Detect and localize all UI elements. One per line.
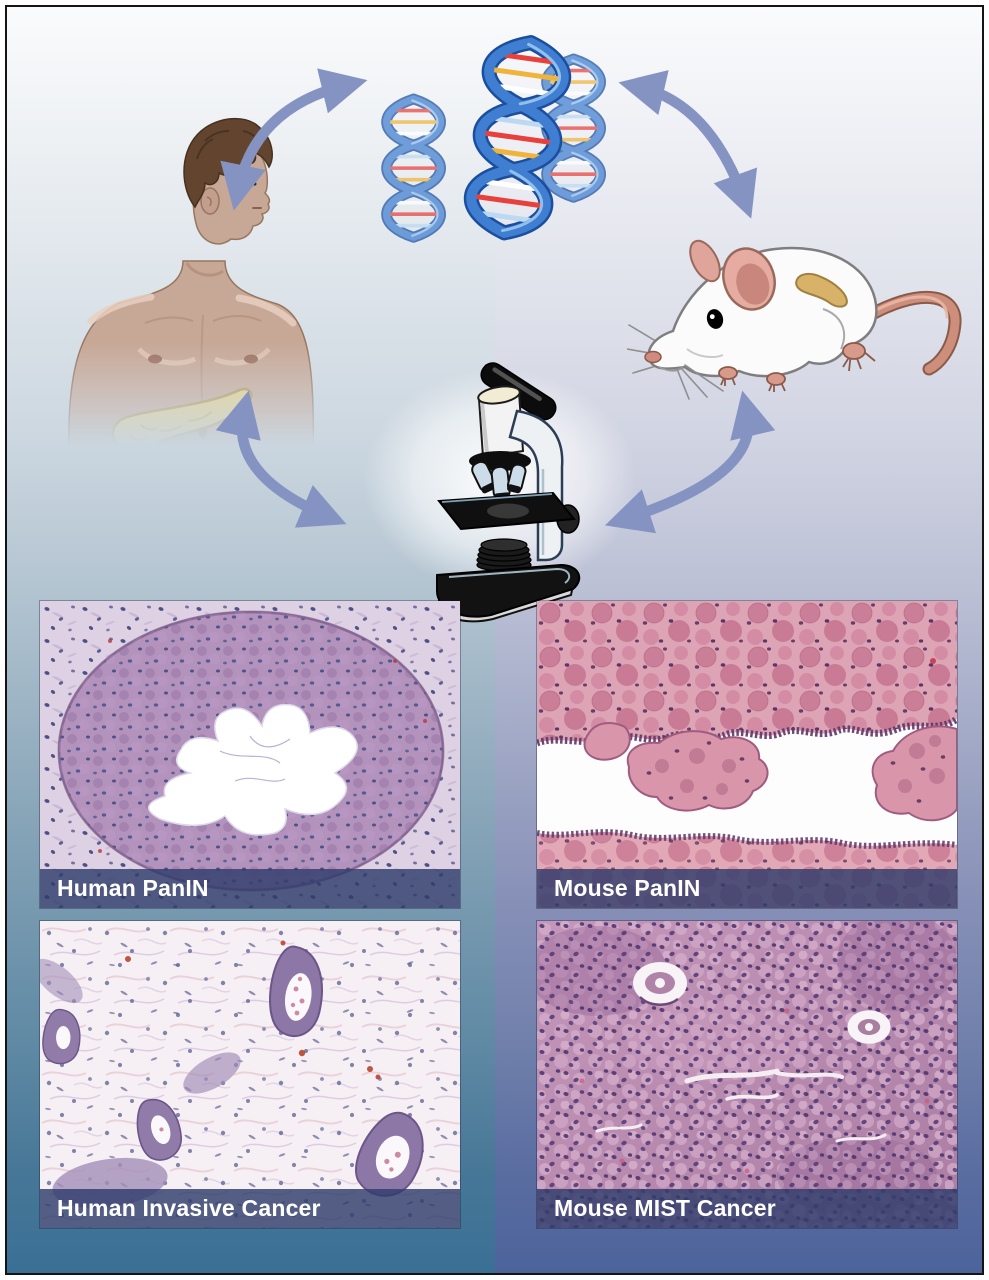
mouse-pancreas-highlight bbox=[795, 272, 848, 308]
histology-panel-human-panin: Human PanIN bbox=[40, 601, 460, 908]
dna-double-helix-icon bbox=[380, 33, 608, 251]
panel-label-text: Human PanIN bbox=[57, 875, 209, 901]
panel-label-human-panin: Human PanIN bbox=[40, 869, 460, 908]
histology-panel-mouse-panin: Mouse PanIN bbox=[537, 601, 957, 908]
histology-panel-human-invasive: Human Invasive Cancer bbox=[40, 921, 460, 1228]
microscope-icon bbox=[419, 349, 597, 627]
panel-label-human-invasive: Human Invasive Cancer bbox=[40, 1189, 460, 1228]
histology-panel-mouse-mist: Mouse MIST Cancer bbox=[537, 921, 957, 1228]
panel-label-mouse-mist: Mouse MIST Cancer bbox=[537, 1189, 957, 1228]
figure-frame: Human PanIN bbox=[5, 5, 984, 1275]
panel-label-text: Human Invasive Cancer bbox=[57, 1195, 321, 1221]
panel-label-mouse-panin: Mouse PanIN bbox=[537, 869, 957, 908]
panel-label-text: Mouse MIST Cancer bbox=[554, 1195, 776, 1221]
human-figure-with-pancreas-icon bbox=[47, 97, 337, 458]
panel-label-text: Mouse PanIN bbox=[554, 875, 701, 901]
lab-mouse-with-pancreas-icon bbox=[626, 199, 967, 409]
